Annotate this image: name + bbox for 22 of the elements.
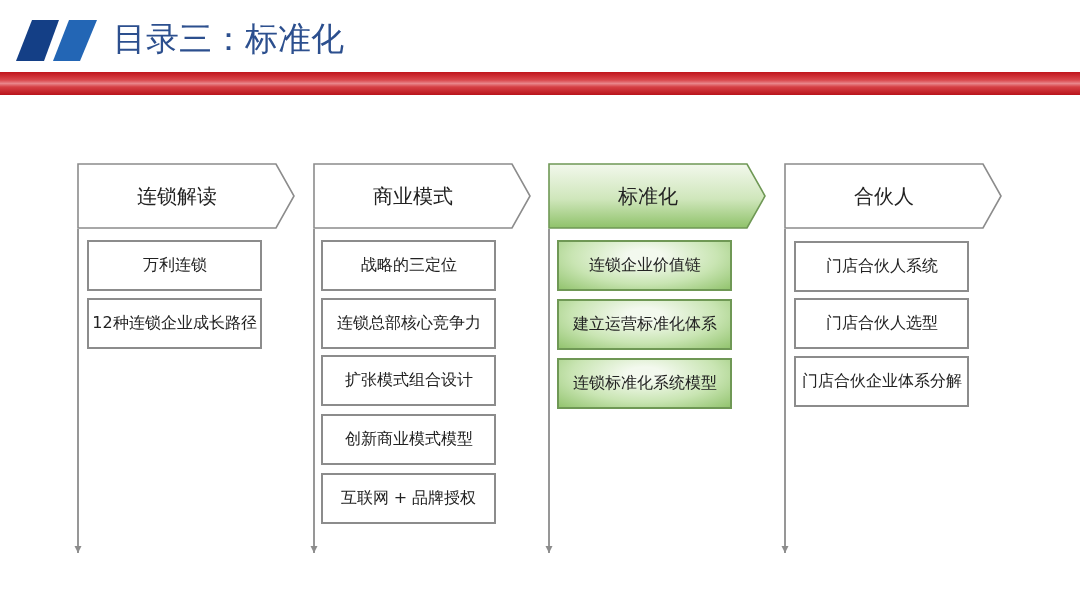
topic-box: 连锁企业价值链 [557,240,732,291]
chevron-header: 标准化 [548,163,766,229]
arrow [545,228,553,554]
arrow [310,228,318,554]
topic-box: 扩张模式组合设计 [321,355,496,406]
chevron-header: 连锁解读 [77,163,295,229]
topic-box: 战略的三定位 [321,240,496,291]
chevron-header: 商业模式 [313,163,531,229]
topic-box: 互联网 + 品牌授权 [321,473,496,524]
arrow [74,228,82,554]
topic-box: 门店合伙人选型 [794,298,969,349]
topic-box: 万利连锁 [87,240,262,291]
topic-box: 连锁总部核心竞争力 [321,298,496,349]
arrow [781,228,789,554]
chevron-header: 合伙人 [784,163,1002,229]
title: 目录三：标准化 [113,18,344,60]
topic-box: 门店合伙人系统 [794,241,969,292]
topic-box: 建立运营标准化体系 [557,299,732,350]
topic-box: 门店合伙企业体系分解 [794,356,969,407]
topic-box: 创新商业模式模型 [321,414,496,465]
topic-box: 12种连锁企业成长路径 [87,298,262,349]
topic-box: 连锁标准化系统模型 [557,358,732,409]
